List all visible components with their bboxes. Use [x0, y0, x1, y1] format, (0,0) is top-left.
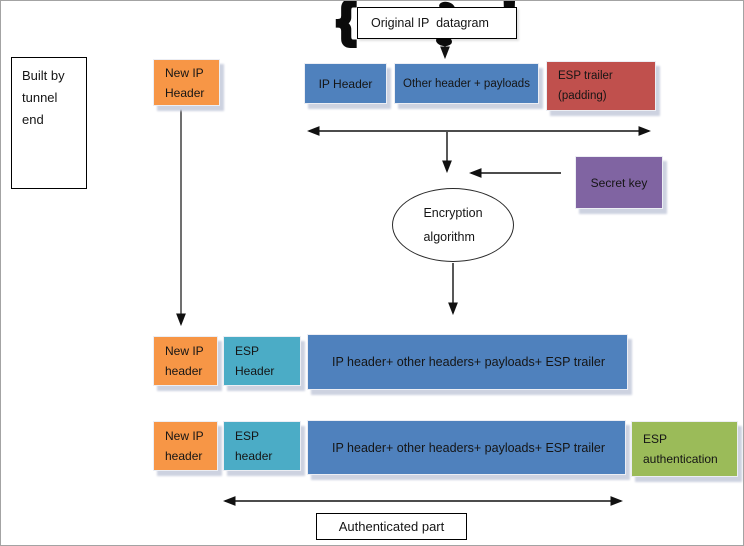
- esp-trailer-box: ESP trailer (padding): [546, 61, 656, 111]
- esp-header-auth-box: ESP header: [223, 421, 301, 471]
- authenticated-payload-box: IP header+ other headers+ payloads+ ESP …: [307, 420, 626, 475]
- other-header-payloads-box: Other header + payloads: [394, 63, 539, 104]
- encryption-algorithm-ellipse: Encryption algorithm: [392, 188, 514, 262]
- esp-authentication-box: ESP authentication: [631, 421, 738, 477]
- ink-brace-left-icon: {: [335, 0, 358, 47]
- encrypted-payload-box: IP header+ other headers+ payloads+ ESP …: [307, 334, 628, 390]
- new-ip-header-auth-box: New IP header: [153, 421, 218, 471]
- new-ip-header-top-box: New IP Header: [153, 59, 220, 106]
- new-ip-header-encrypted-box: New IP header: [153, 336, 218, 386]
- secret-key-box: Secret key: [575, 156, 663, 209]
- authenticated-part-label-box: Authenticated part: [316, 513, 467, 540]
- esp-header-encrypted-box: ESP Header: [223, 336, 301, 386]
- built-by-tunnel-end-note: Built by tunnel end: [11, 57, 87, 189]
- ip-header-box: IP Header: [304, 63, 387, 104]
- original-ip-datagram-box: Original IP datagram: [357, 7, 517, 39]
